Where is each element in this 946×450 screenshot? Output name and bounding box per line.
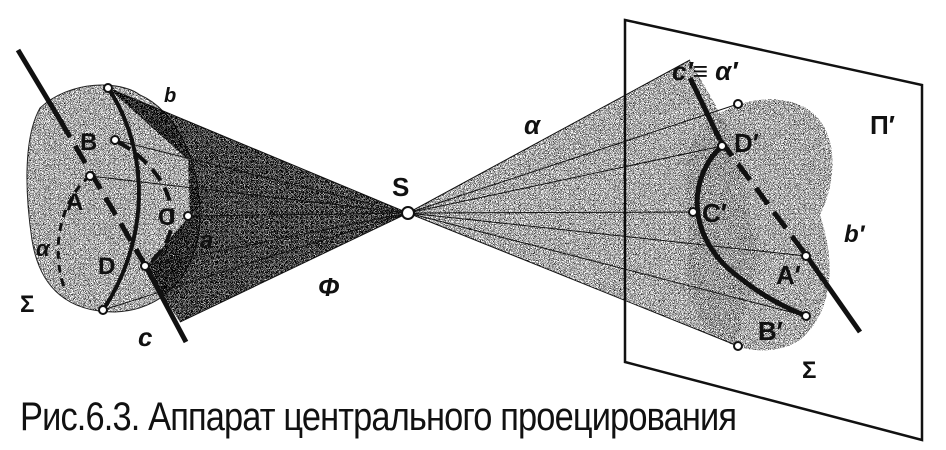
label-a: a bbox=[200, 227, 213, 254]
line-c bbox=[15, 48, 63, 122]
curve-BD bbox=[101, 86, 141, 312]
label-Bp: B′ bbox=[758, 316, 783, 346]
label-Cp: C′ bbox=[702, 198, 727, 228]
label-D: D bbox=[98, 253, 115, 280]
label-bp: b′ bbox=[844, 221, 866, 248]
projection-rays bbox=[89, 59, 807, 347]
label-Dp: D′ bbox=[734, 128, 759, 158]
label-phi: Φ bbox=[318, 272, 339, 302]
label-sigma-left: Σ bbox=[20, 291, 34, 318]
points bbox=[85, 83, 811, 351]
label-Ap: A′ bbox=[776, 260, 801, 290]
figure-caption: Рис.6.3. Аппарат центрального проецирова… bbox=[20, 395, 737, 439]
label-Pi: Π′ bbox=[870, 110, 895, 140]
label-alpha-left: α bbox=[36, 236, 51, 261]
label-S: S bbox=[392, 172, 409, 202]
curve-CD bbox=[117, 140, 175, 268]
curve-left-dashed bbox=[56, 174, 91, 291]
line-c-prime bbox=[687, 76, 723, 142]
curve-DpBp bbox=[694, 144, 807, 319]
label-A: A bbox=[66, 189, 83, 216]
label-b: b bbox=[164, 85, 176, 107]
label-c: c bbox=[138, 322, 153, 352]
cone-alpha bbox=[408, 60, 760, 345]
label-alpha-right: α bbox=[524, 110, 542, 140]
label-sigma-right: Σ bbox=[802, 357, 816, 384]
cone-phi bbox=[108, 88, 408, 322]
label-cp-alphap: c′≡ α′ bbox=[672, 56, 739, 86]
label-B: B bbox=[80, 129, 97, 156]
label-C: C bbox=[158, 204, 175, 231]
